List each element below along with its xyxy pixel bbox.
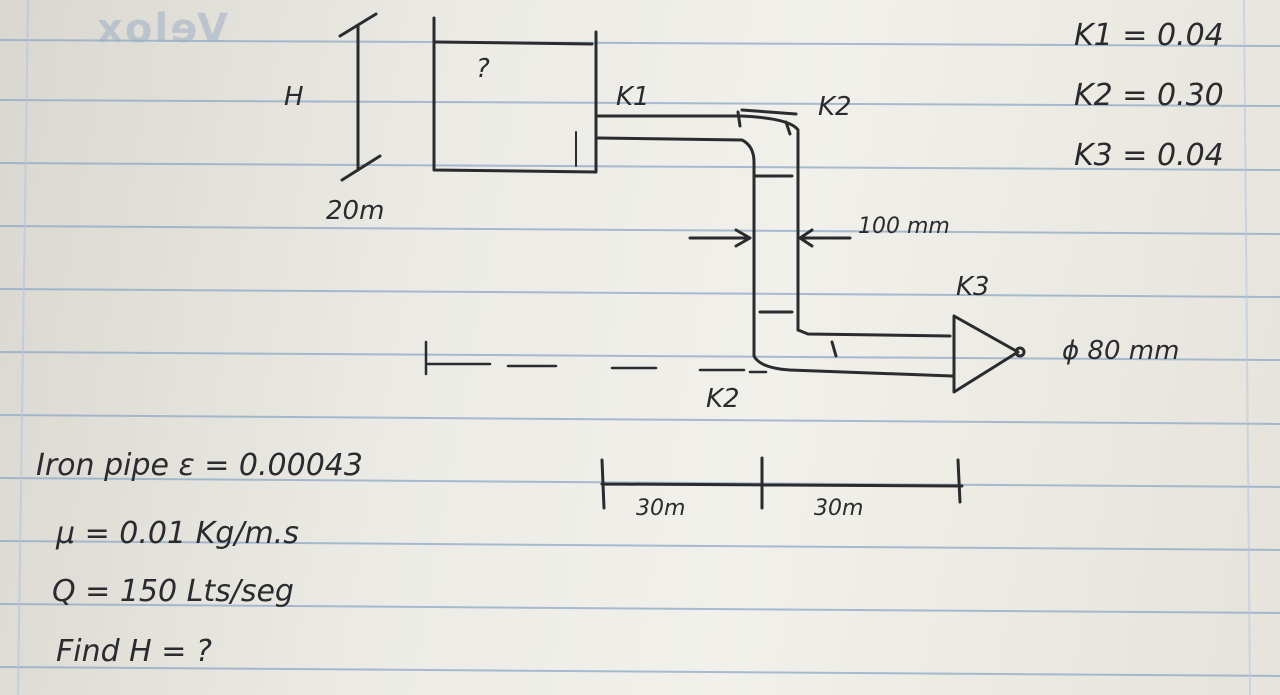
dimension-right-label: 30m [814, 496, 864, 521]
k2-bottom-label: K2 [706, 384, 740, 414]
dimension-left-label: 30m [636, 496, 686, 521]
diameter-arrow-right [798, 228, 852, 248]
coefficient-k1: K1 = 0.04 [1074, 18, 1224, 53]
pipe-horizontal-bottom [596, 136, 756, 164]
nozzle-diameter-label: ϕ 80 mm [1062, 336, 1180, 366]
diameter-arrow-left [688, 228, 752, 248]
pipe-elbow-bottom [752, 354, 954, 378]
datum-line [424, 340, 492, 376]
find-statement: Find H = ? [56, 634, 212, 669]
tank-water-surface [434, 40, 594, 46]
k1-label: K1 [616, 82, 650, 112]
nozzle [952, 314, 1020, 394]
coefficient-k3: K3 = 0.04 [1074, 138, 1224, 173]
horizontal-dimension-line [600, 456, 964, 510]
tank-outline [432, 16, 598, 174]
given-roughness: Iron pipe ε = 0.00043 [36, 448, 363, 483]
given-flow-rate: Q = 150 Lts/seg [52, 574, 294, 609]
tank-question-mark: ? [476, 54, 490, 84]
k2-top-label: K2 [818, 92, 852, 122]
k3-label: K3 [956, 272, 990, 302]
given-viscosity: μ = 0.01 Kg/m.s [56, 516, 299, 551]
pipe-diameter-label: 100 mm [858, 214, 950, 239]
coefficient-k2: K2 = 0.30 [1074, 78, 1224, 113]
pipe-horizontal-top [596, 114, 800, 132]
elevation-label: 20m [326, 196, 385, 226]
tank-height-label: H [284, 82, 304, 112]
